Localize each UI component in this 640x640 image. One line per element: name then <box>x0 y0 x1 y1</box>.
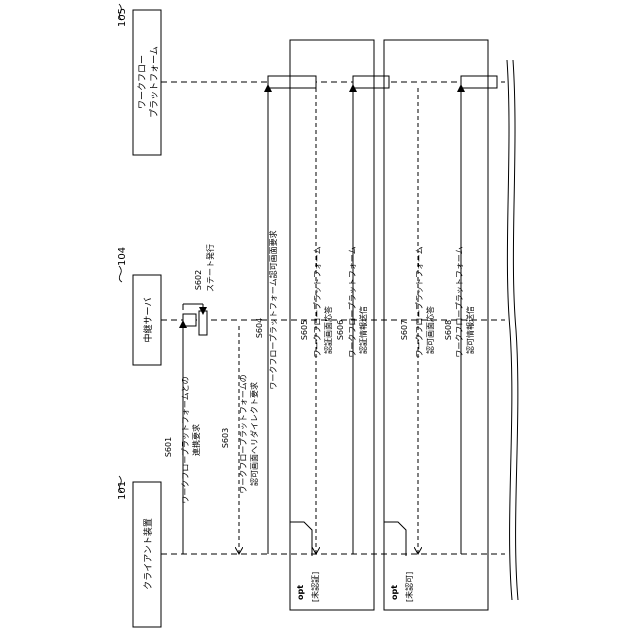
participant-client-ref: 101 <box>117 481 128 500</box>
fragment-opt-2-guard: [未認可] <box>404 572 414 602</box>
message-s601: S601 ワークフロープラットフォームとの 連携要求 <box>164 324 201 554</box>
workflow-activation-3 <box>461 76 497 88</box>
fragment-opt-1-guard: [未認証] <box>310 572 320 602</box>
message-s601-step: S601 <box>164 437 173 457</box>
participant-workflow-name-line1: ワークフロー <box>137 55 148 109</box>
message-s601-line1: ワークフロープラットフォームとの <box>181 376 190 503</box>
participant-workflow: ワークフロー プラットフォーム 105 <box>117 4 161 155</box>
message-s607-line2: 認可画面応答 <box>425 306 435 354</box>
message-s601-line2: 連携要求 <box>191 424 201 456</box>
message-s605: S605 ワークフロープラットフォーム 認証画面応答 <box>300 88 333 554</box>
message-s607: S607 ワークフロープラットフォーム 認可画面応答 <box>400 88 435 554</box>
message-s604-step: S604 <box>255 318 264 338</box>
message-s608-line1: ワークフロープラットフォーム <box>455 246 464 357</box>
message-s605-line1: ワークフロープラットフォーム <box>313 246 322 357</box>
participant-relay-ref: 104 <box>117 247 128 266</box>
message-s602: S602 ステート発行 <box>194 244 215 292</box>
participant-relay: 中継サーバ 104 <box>117 247 161 365</box>
message-s607-step: S607 <box>400 320 409 340</box>
participant-relay-name: 中継サーバ <box>142 298 154 343</box>
participant-client-name: クライアント装置 <box>142 518 154 590</box>
message-s604-line1: ワークフロープラットフォーム認可画面要求 <box>268 230 278 389</box>
message-s602-step: S602 <box>194 270 203 290</box>
message-s605-step: S605 <box>300 320 309 340</box>
participant-client: クライアント装置 101 <box>117 476 161 627</box>
message-s608-step: S608 <box>444 320 453 340</box>
fragment-opt-1-tag: opt <box>296 585 305 600</box>
message-s608: S608 ワークフロープラットフォーム 認可情報送信 <box>444 88 475 554</box>
message-s605-line2: 認証画面応答 <box>323 306 333 354</box>
activation-bars <box>183 76 497 326</box>
lifelines <box>161 82 505 554</box>
message-s606-step: S606 <box>336 320 345 340</box>
message-s603-line2: 認可画面へリダイレクト要求 <box>249 382 259 486</box>
message-s603-step: S603 <box>221 428 230 448</box>
message-s608-line2: 認可情報送信 <box>465 306 475 354</box>
workflow-activation-1 <box>268 76 316 88</box>
message-s602-line1: ステート発行 <box>205 244 215 292</box>
message-s603-line1: ワークフロープラットフォームの <box>239 374 248 493</box>
message-s603: S603 ワークフロープラットフォームの 認可画面へリダイレクト要求 <box>221 326 259 554</box>
message-s606-line1: ワークフロープラットフォーム <box>348 246 357 357</box>
break-marks <box>507 60 518 600</box>
participant-workflow-name-line2: プラットフォーム <box>149 46 160 118</box>
participant-workflow-ref: 105 <box>117 8 128 27</box>
fragment-opt-2-tag: opt <box>390 585 399 600</box>
relay-activation <box>183 314 196 326</box>
message-s607-line1: ワークフロープラットフォーム <box>415 246 424 357</box>
message-s606: S606 ワークフロープラットフォーム 認証情報送信 <box>336 88 368 554</box>
message-s606-line2: 認証情報送信 <box>358 306 368 354</box>
